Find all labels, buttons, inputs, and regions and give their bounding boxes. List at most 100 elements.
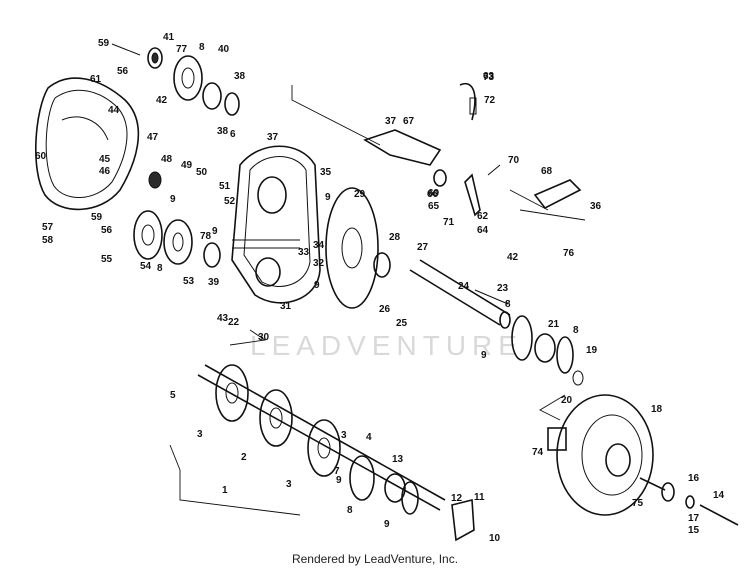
chain-case-housing (231, 145, 321, 304)
callout: 9 (325, 192, 331, 203)
chaincase-cover (35, 77, 140, 211)
callout: 44 (108, 105, 120, 116)
callout: 45 (99, 154, 111, 165)
callout: 6 (230, 129, 236, 140)
callout: 59 (98, 38, 110, 49)
group-bracket (169, 444, 301, 516)
callout: 2 (241, 452, 247, 463)
callout: 39 (208, 277, 220, 288)
callout: 3 (197, 429, 203, 440)
callout: 35 (320, 167, 332, 178)
callout: 40 (218, 44, 230, 55)
callout: 58 (42, 235, 54, 246)
callout: 18 (651, 404, 663, 415)
callout: 8 (157, 263, 163, 274)
callout: 48 (161, 154, 173, 165)
footer-credit: Rendered by LeadVenture, Inc. (291, 552, 459, 566)
callout: 10 (489, 533, 501, 544)
callout: 9 (314, 280, 320, 291)
callout: 37 (385, 116, 397, 127)
callout: 64 (477, 225, 489, 236)
callout: 11 (474, 492, 485, 503)
callout: 57 (42, 222, 54, 233)
callout: 9 (336, 475, 342, 486)
callout: 5 (170, 390, 176, 401)
callout: 8 (347, 505, 353, 516)
callout: 67 (403, 116, 415, 127)
callout: 31 (280, 301, 292, 312)
callout: 42 (507, 252, 519, 263)
drive-shaft-sprockets (197, 364, 475, 542)
callout: 25 (396, 318, 408, 329)
callout: 9 (481, 350, 487, 361)
lower-sprocket-group (133, 171, 221, 268)
callout: 72 (484, 95, 496, 106)
callout: 7 (334, 466, 340, 477)
callout: 76 (563, 248, 575, 259)
reference-lines (229, 85, 566, 421)
callout: 14 (713, 490, 725, 501)
callout: 33 (298, 247, 310, 258)
callout: 60 (35, 151, 47, 162)
callout: 16 (688, 473, 700, 484)
callout: 9 (212, 226, 218, 237)
callout: 52 (224, 196, 236, 207)
callout: 38 (217, 126, 229, 137)
upper-sprocket-group (111, 43, 240, 116)
callout: 54 (140, 261, 152, 272)
callout: 38 (234, 71, 246, 82)
callout: 59 (91, 212, 103, 223)
callout: 71 (443, 217, 455, 228)
callout: 24 (458, 281, 470, 292)
callout: 30 (258, 332, 270, 343)
callout: 41 (163, 32, 175, 43)
callout: 47 (147, 132, 159, 143)
callout: 29 (354, 189, 366, 200)
drive-pulley (547, 394, 739, 526)
callout: 34 (313, 240, 325, 251)
callout: 19 (586, 345, 598, 356)
callout: 20 (561, 395, 573, 406)
callout: 77 (176, 44, 188, 55)
callout: 36 (590, 201, 602, 212)
callout: 15 (688, 525, 700, 536)
callout: 55 (101, 254, 113, 265)
callout-labels: 1 2 3 3 3 4 5 6 7 8 8 8 8 8 9 9 9 9 9 9 … (35, 32, 725, 544)
callout: 22 (228, 317, 240, 328)
callout: 63 (483, 71, 495, 82)
callout: 62 (477, 211, 489, 222)
callout: 27 (417, 242, 429, 253)
callout: 69 (428, 188, 440, 199)
callout: 49 (181, 160, 193, 171)
callout: 51 (219, 181, 231, 192)
callout: 23 (497, 283, 509, 294)
callout: 61 (90, 74, 102, 85)
callout: 70 (508, 155, 520, 166)
callout: 37 (267, 132, 279, 143)
callout: 78 (200, 231, 212, 242)
callout: 21 (548, 319, 560, 330)
brake-lever-assembly (363, 82, 586, 221)
callout: 9 (170, 194, 176, 205)
callout: 73 (483, 72, 495, 83)
callout: 8 (573, 325, 579, 336)
callout: 42 (156, 95, 168, 106)
callout: 56 (101, 225, 113, 236)
callout: 28 (389, 232, 401, 243)
callout: 32 (313, 258, 325, 269)
brake-disc (325, 187, 391, 309)
callout: 12 (451, 493, 463, 504)
callout: 17 (688, 513, 700, 524)
callout: 68 (541, 166, 553, 177)
callout: 74 (532, 447, 544, 458)
callout: 43 (217, 313, 229, 324)
callout: 8 (505, 299, 511, 310)
callout: 65 (428, 201, 440, 212)
callout: 4 (366, 432, 372, 443)
callout: 50 (196, 167, 208, 178)
callout: 56 (117, 66, 129, 77)
callout: 3 (286, 479, 292, 490)
callout: 9 (384, 519, 390, 530)
callout: 8 (199, 42, 205, 53)
